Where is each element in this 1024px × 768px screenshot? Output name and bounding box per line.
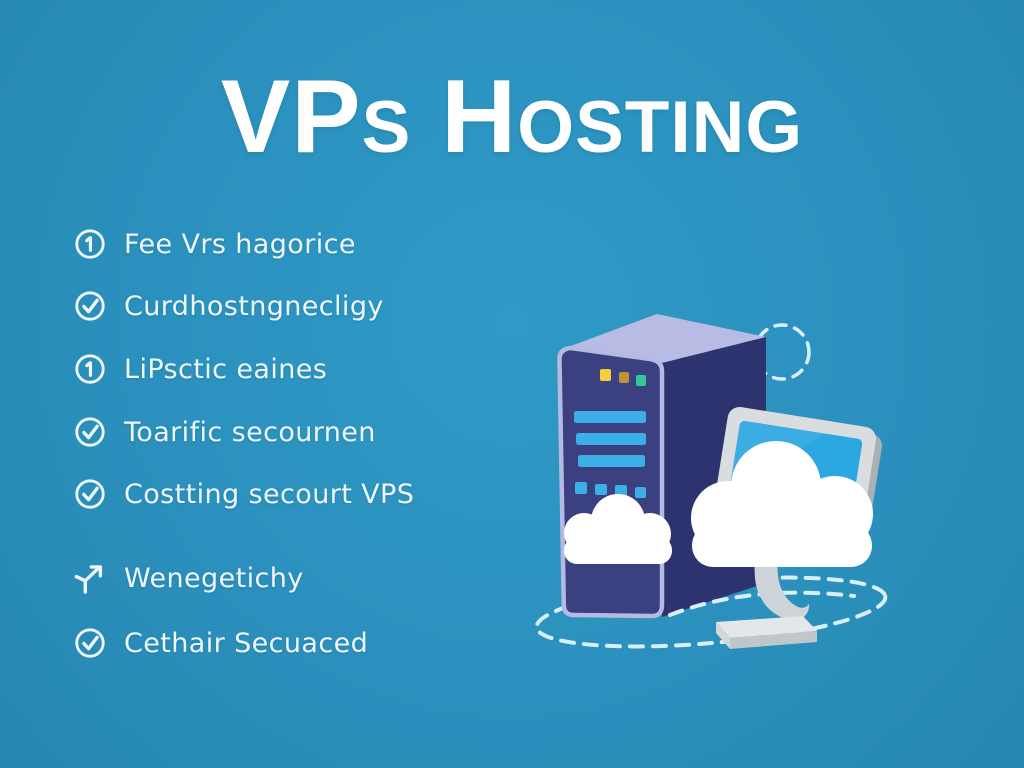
feature-item: Fee Vrs hagorice xyxy=(73,227,356,261)
feature-item: Curdhostngnecligy xyxy=(73,289,384,323)
feature-label: LiPsctic eaines xyxy=(124,353,328,385)
feature-label: Curdhostngnecligy xyxy=(124,290,384,322)
dashed-orbit-ellipse xyxy=(534,575,888,649)
check-circle-icon xyxy=(73,415,107,449)
feature-item: Wenegetichy xyxy=(73,561,304,595)
feature-item: Cethair Secuaced xyxy=(73,626,368,660)
port-square xyxy=(635,487,646,498)
big-cloud xyxy=(691,441,873,567)
feature-list: Fee Vrs hagorice Curdhostngnecligy LiPsc… xyxy=(73,226,493,666)
server-led-amber xyxy=(619,372,629,383)
server-cloud-illustration xyxy=(534,314,888,649)
info-circle-icon xyxy=(73,227,107,261)
feature-label: Toarific secournen xyxy=(124,416,376,448)
monitor-base-top xyxy=(716,616,817,638)
port-square xyxy=(575,482,587,494)
server-front-face xyxy=(557,345,665,619)
port-square xyxy=(615,485,627,496)
server-top-face xyxy=(560,314,766,363)
feature-item: Costting secourt VPS xyxy=(73,477,414,511)
dashed-orbit-segment xyxy=(668,590,856,617)
small-cloud xyxy=(564,494,672,564)
check-circle-icon xyxy=(73,626,107,660)
monitor-base-front xyxy=(730,631,817,649)
feature-label: Fee Vrs hagorice xyxy=(124,228,356,260)
feature-label: Cethair Secuaced xyxy=(124,627,369,659)
drive-bar xyxy=(576,433,646,445)
feature-item: Toarific secournen xyxy=(73,415,376,449)
drive-bar xyxy=(574,411,646,423)
branch-arrow-icon xyxy=(73,561,107,595)
info-circle-icon xyxy=(73,352,107,386)
monitor-base-side xyxy=(716,622,730,649)
port-square xyxy=(595,484,607,495)
feature-label: Costting secourt VPS xyxy=(124,478,415,510)
drive-bar xyxy=(578,455,645,467)
server-led-yellow xyxy=(600,369,611,381)
monitor-stand xyxy=(716,552,817,649)
page-title: VPs Hosting xyxy=(220,59,804,175)
check-circle-icon xyxy=(73,289,107,323)
feature-item: LiPsctic eaines xyxy=(73,352,327,386)
server-led-teal xyxy=(636,375,646,386)
check-circle-icon xyxy=(73,477,107,511)
feature-label: Wenegetichy xyxy=(124,562,304,594)
